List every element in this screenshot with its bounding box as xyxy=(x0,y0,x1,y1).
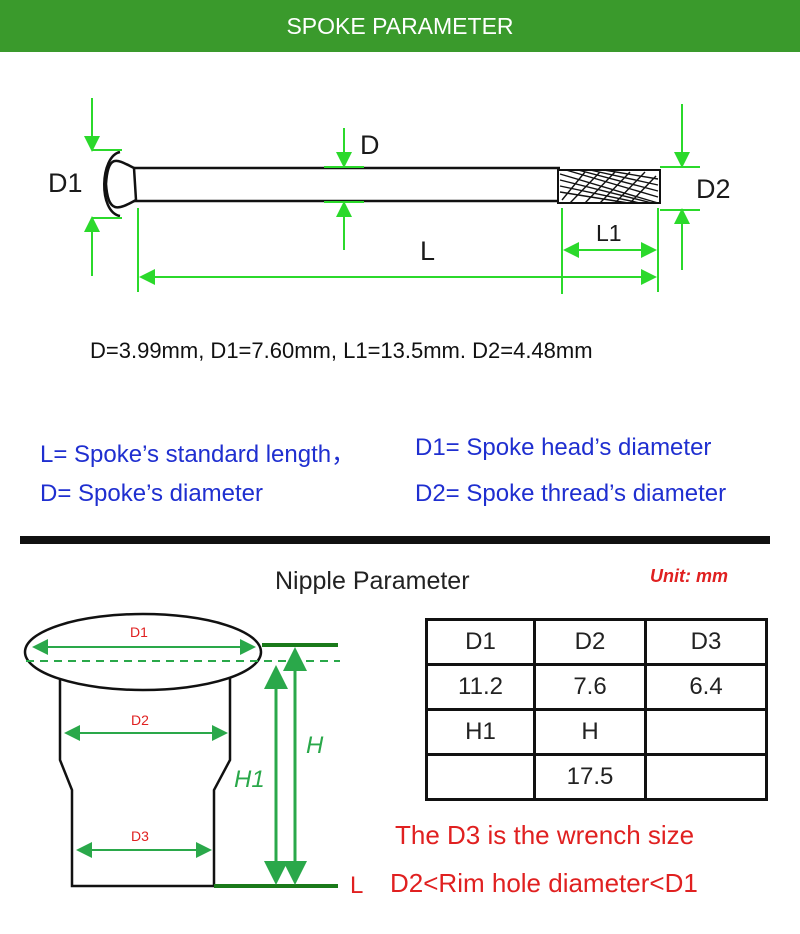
nipple-label-L: L xyxy=(350,872,364,899)
section-divider xyxy=(20,536,770,544)
table-cell: D1 xyxy=(425,618,536,666)
label-L1: L1 xyxy=(596,220,622,246)
nipple-label-D2: D2 xyxy=(131,712,149,728)
label-D: D xyxy=(360,130,380,160)
table-cell: 17.5 xyxy=(533,753,647,801)
table-cell: 7.6 xyxy=(533,663,647,711)
table-cell: D3 xyxy=(644,618,768,666)
label-D1: D1 xyxy=(48,168,83,198)
table-cell xyxy=(644,708,768,756)
nipple-label-H: H xyxy=(306,732,324,759)
table-row: H1 H xyxy=(425,708,768,756)
nipple-label-D1: D1 xyxy=(130,624,148,640)
banner-title: SPOKE PARAMETER xyxy=(286,12,514,39)
table-cell xyxy=(425,753,536,801)
table-cell: 6.4 xyxy=(644,663,768,711)
note-rim-hole: D2<Rim hole diameter<D1 xyxy=(390,868,698,898)
spoke-diagram xyxy=(84,98,700,294)
nipple-body xyxy=(58,672,232,888)
legend-D1: D1= Spoke head’s diameter xyxy=(415,434,712,461)
table-row: 17.5 xyxy=(425,753,768,801)
table-row: 11.2 7.6 6.4 xyxy=(425,663,768,711)
unit-label: Unit: mm xyxy=(650,566,728,586)
nipple-title: Nipple Parameter xyxy=(275,567,470,595)
table-row: D1 D2 D3 xyxy=(425,618,768,666)
spoke-dimensions-text: D=3.99mm, D1=7.60mm, L1=13.5mm. D2=4.48m… xyxy=(90,338,593,363)
note-wrench-size: The D3 is the wrench size xyxy=(395,820,695,850)
nipple-label-H1: H1 xyxy=(234,766,265,793)
table-cell: H xyxy=(533,708,647,756)
legend-L: L= Spoke’s standard length， xyxy=(40,441,356,468)
table-cell: H1 xyxy=(425,708,536,756)
table-cell: 11.2 xyxy=(425,663,536,711)
legend-D2: D2= Spoke thread’s diameter xyxy=(415,480,727,507)
label-L: L xyxy=(420,236,436,266)
label-D2: D2 xyxy=(696,174,731,204)
legend-D: D= Spoke’s diameter xyxy=(40,480,264,507)
table-cell: D2 xyxy=(533,618,647,666)
table-cell xyxy=(644,753,768,801)
spoke-head xyxy=(104,159,138,209)
nipple-parameter-table: D1 D2 D3 11.2 7.6 6.4 H1 H 17.5 xyxy=(425,618,768,801)
nipple-label-D3: D3 xyxy=(131,828,149,844)
header-banner: SPOKE PARAMETER xyxy=(0,0,800,52)
